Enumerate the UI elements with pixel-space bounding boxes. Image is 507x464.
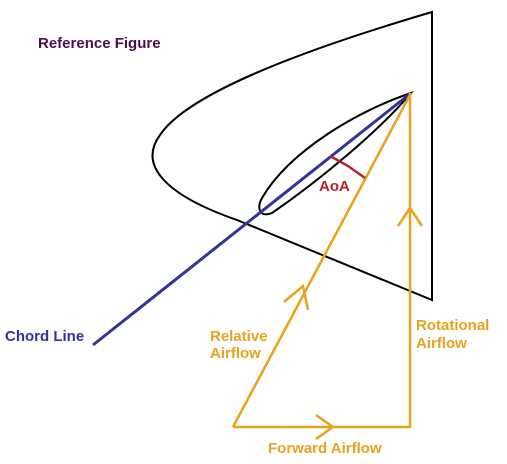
aoa-angle-marker [329,154,366,180]
relative-airflow-label-line1: Relative [210,328,268,345]
chord-line [92,91,412,347]
blade-outline [151,10,433,302]
figure-title: Reference Figure [38,35,161,52]
relative-airflow-line [231,92,413,428]
rotational-airflow-label-line2: Airflow [416,335,467,352]
relative-airflow-label-line2: Airflow [210,345,261,362]
aoa-label: AoA [319,178,350,195]
rotational-airflow-label-line1: Rotational [416,317,489,334]
forward-airflow-label: Forward Airflow [268,440,382,457]
chord-line-label: Chord Line [5,328,84,345]
rotational-airflow-arrowhead [396,205,424,227]
relative-airflow-arrowhead [283,283,310,311]
forward-airflow-arrowhead [315,413,336,441]
